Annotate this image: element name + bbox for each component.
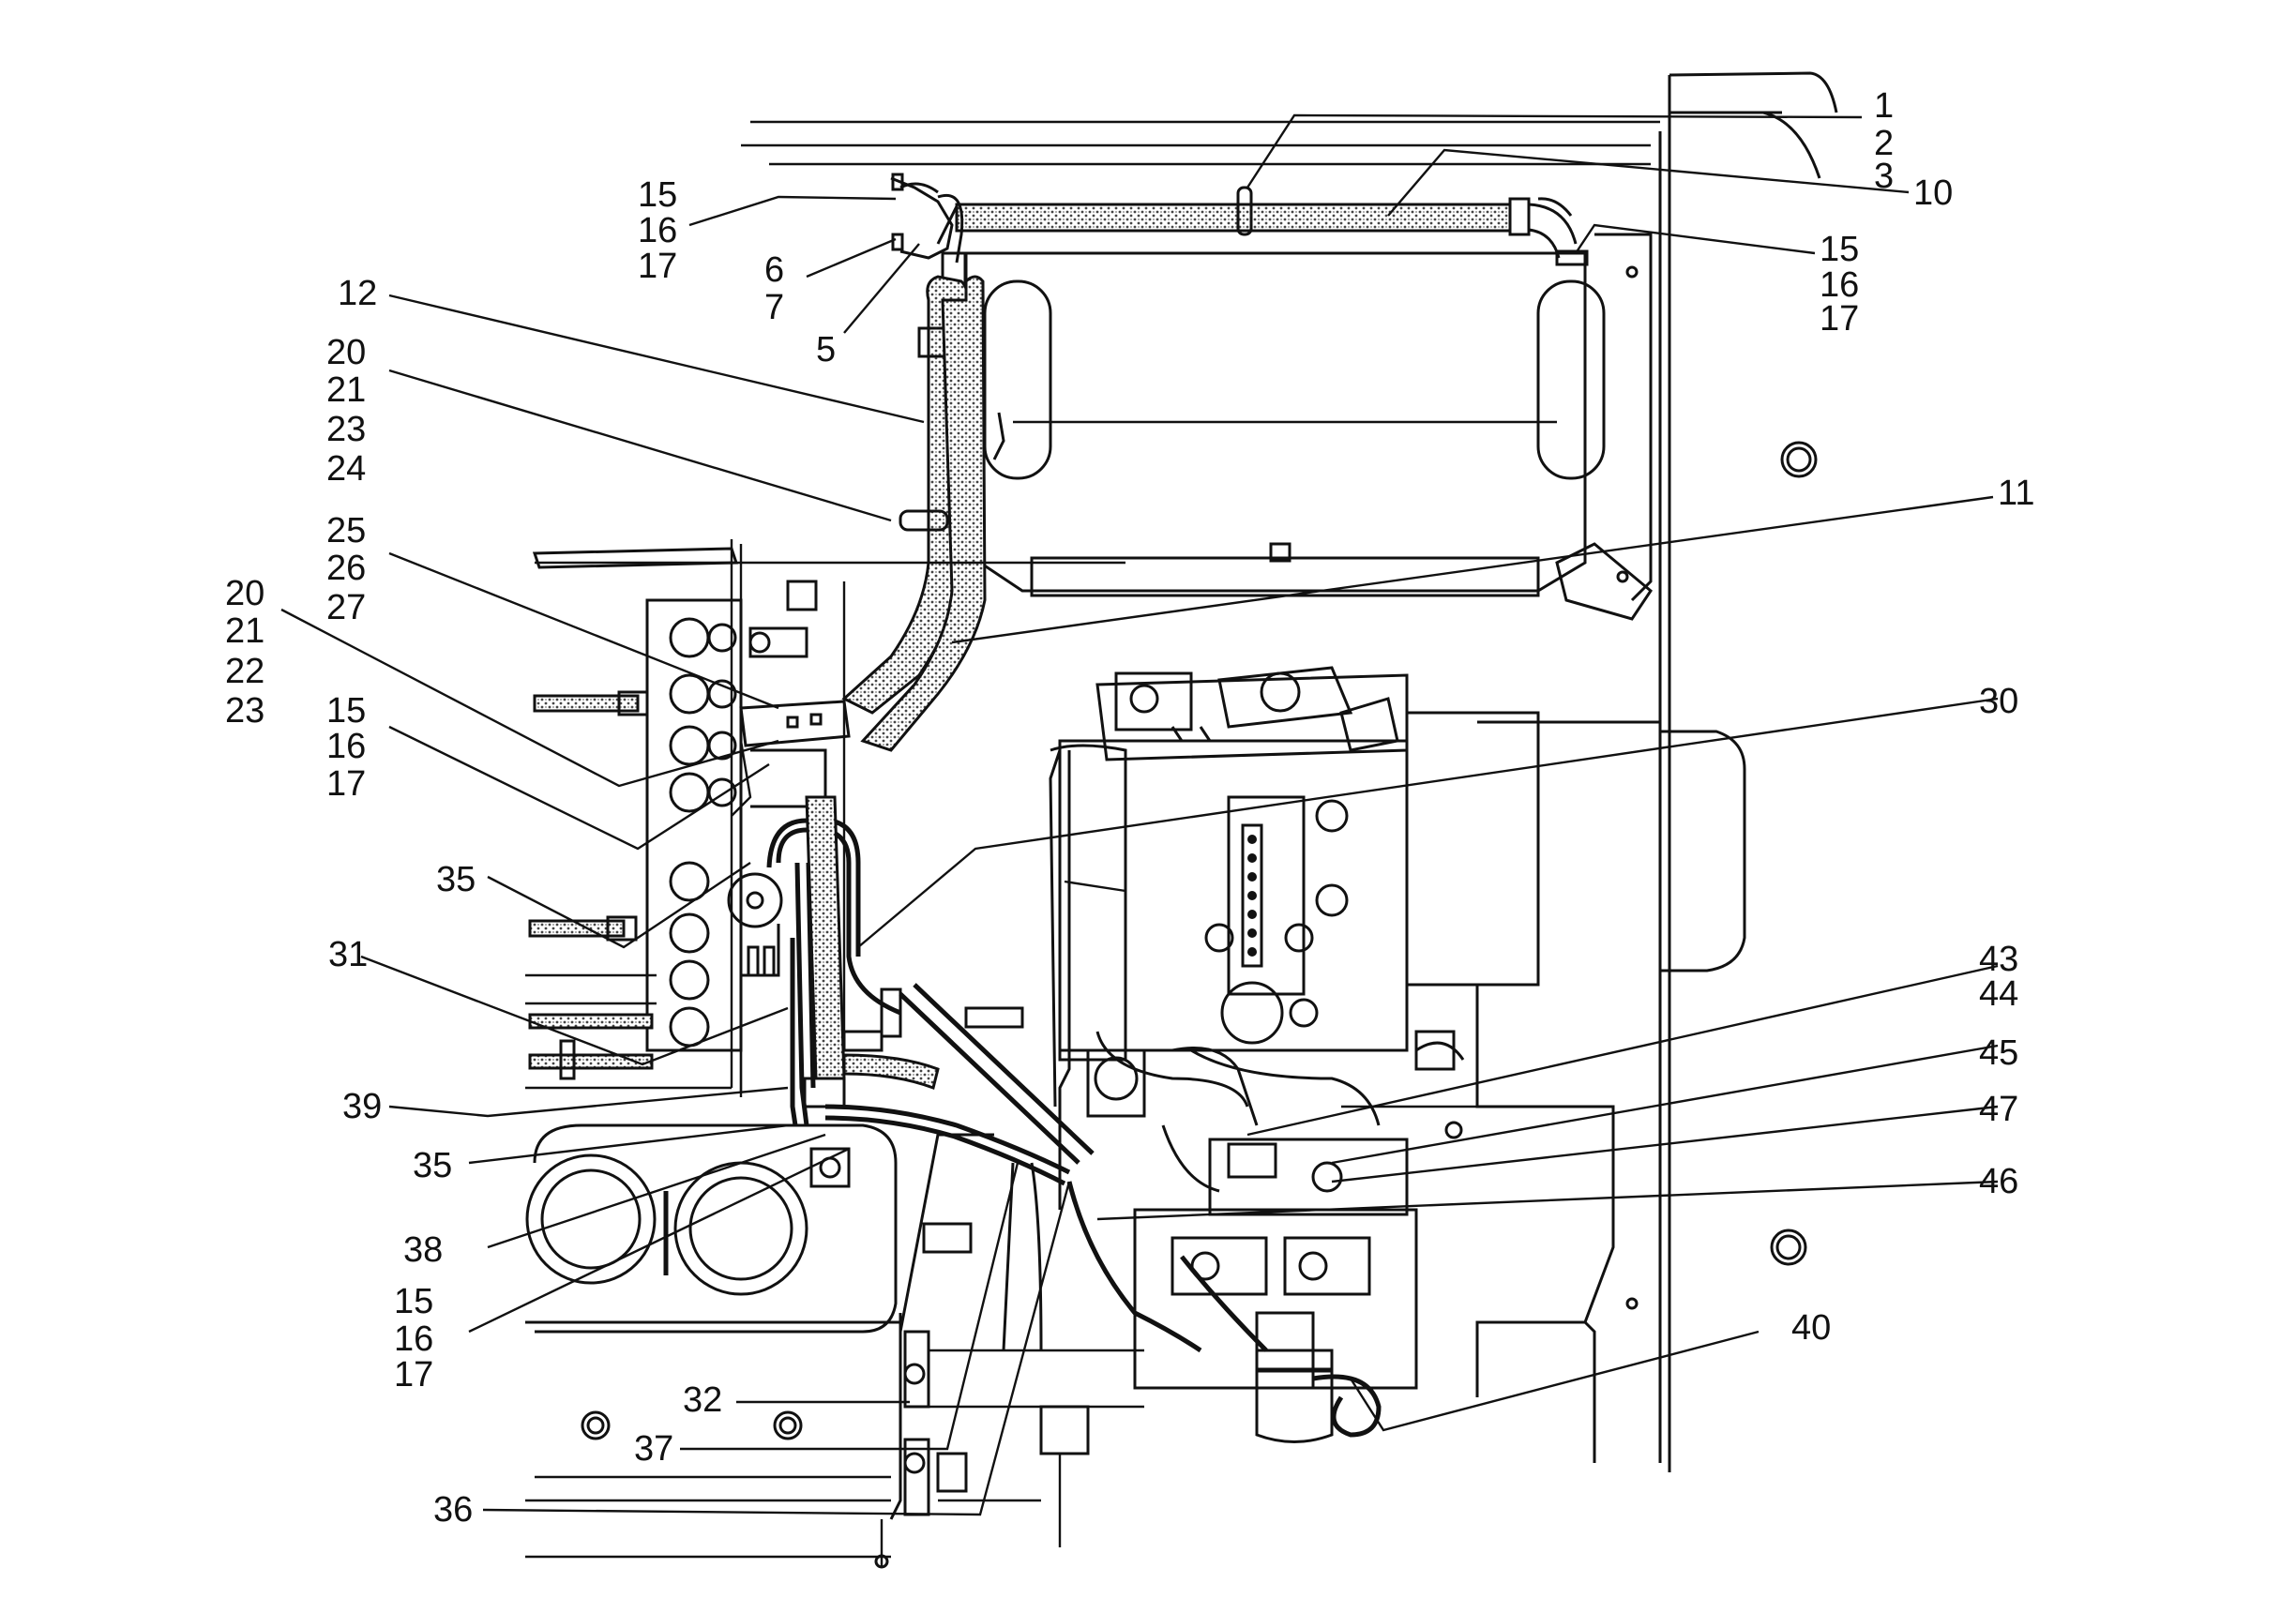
callout-36: 36 [433, 1490, 473, 1530]
left-elbow-and-riser-hose [841, 173, 987, 752]
callout-30: 30 [1979, 682, 2018, 721]
center-bracket [731, 581, 851, 1097]
leader-lines [280, 113, 1999, 1516]
injection-pump [1066, 1138, 1418, 1443]
callout-17-top-right: 17 [1820, 299, 1859, 339]
engine-block [1049, 666, 1540, 1210]
callout-2: 2 [1874, 124, 1894, 163]
callout-16-top-left: 16 [638, 211, 677, 250]
callout-37: 37 [634, 1429, 673, 1469]
callout-16-lower-left: 16 [394, 1319, 433, 1359]
callout-35-lower: 35 [413, 1146, 452, 1185]
upper-coolant-hose [955, 186, 1589, 266]
callout-17-mid-left: 17 [326, 764, 366, 804]
lower-center-brackets [899, 1133, 1144, 1547]
callout-40: 40 [1791, 1308, 1831, 1348]
callout-26: 26 [326, 549, 366, 588]
callout-45: 45 [1979, 1033, 2018, 1073]
left-manifold-assembly [525, 539, 1125, 1093]
callout-3: 3 [1874, 157, 1894, 196]
callout-22: 22 [225, 652, 264, 691]
callout-10: 10 [1913, 173, 1953, 213]
callout-23-lower: 23 [225, 691, 264, 731]
radiator-tank [964, 251, 1653, 621]
lower-left-tank [525, 1123, 902, 1569]
callout-39: 39 [342, 1087, 382, 1126]
callout-6: 6 [764, 250, 784, 290]
callout-12: 12 [338, 274, 377, 313]
callout-15-top-right: 15 [1820, 230, 1859, 269]
chassis-frame [741, 71, 1838, 1472]
callout-20-upper: 20 [326, 333, 366, 372]
callout-5: 5 [816, 330, 836, 369]
callout-43: 43 [1979, 940, 2018, 979]
callout-31: 31 [328, 935, 368, 974]
callout-11: 11 [1998, 474, 2034, 513]
callout-labels: 1 2 3 10 15 16 17 15 16 17 6 7 5 12 20 2… [225, 86, 2034, 1530]
callout-44: 44 [1979, 974, 2018, 1014]
callout-24: 24 [326, 449, 366, 489]
callout-23-upper: 23 [326, 410, 366, 449]
callout-15-mid-left: 15 [326, 691, 366, 731]
callout-32: 32 [683, 1380, 722, 1420]
callout-25: 25 [326, 511, 366, 550]
callout-38: 38 [403, 1230, 443, 1270]
callout-17-lower-left: 17 [394, 1355, 433, 1394]
callout-21-lower: 21 [225, 611, 264, 651]
callout-21-upper: 21 [326, 370, 366, 410]
callout-47: 47 [1979, 1090, 2018, 1129]
callout-17-top-left: 17 [638, 247, 677, 286]
callout-15-top-left: 15 [638, 175, 677, 215]
pump-and-center-hoses [727, 795, 1095, 1186]
callout-27: 27 [326, 588, 366, 627]
callout-1: 1 [1874, 86, 1894, 126]
callout-20-lower: 20 [225, 574, 264, 613]
callout-16-top-right: 16 [1820, 265, 1859, 305]
callout-16-mid-left: 16 [326, 727, 366, 766]
callout-35-upper: 35 [436, 860, 476, 899]
callout-46: 46 [1979, 1162, 2018, 1201]
callout-15-lower-left: 15 [394, 1282, 433, 1321]
callout-7: 7 [764, 288, 784, 327]
